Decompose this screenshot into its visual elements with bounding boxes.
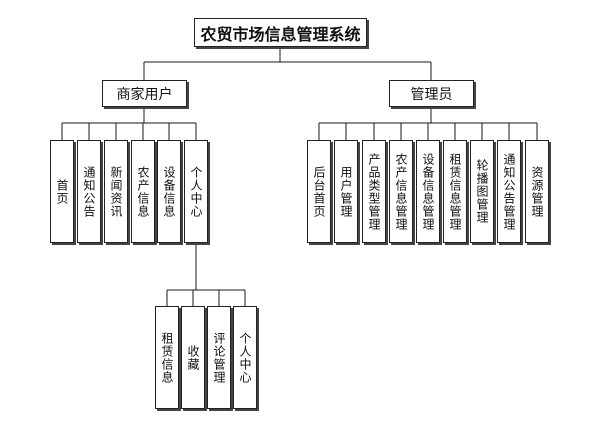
admin-child-node: 租赁信息管理 xyxy=(443,140,467,243)
admin-child-node: 用户管理 xyxy=(334,140,358,243)
merchant-child-node: 农产信息 xyxy=(131,140,155,243)
admin-node: 管理员 xyxy=(389,80,474,107)
admin-child-node: 设备信息管理 xyxy=(416,140,440,243)
root-node: 农贸市场信息管理系统 xyxy=(194,18,367,47)
personal-center-child-node: 租赁信息 xyxy=(155,306,179,409)
admin-child-node: 农产信息管理 xyxy=(389,140,413,243)
personal-center-child-node: 评论管理 xyxy=(207,306,231,409)
merchant-child-node: 设备信息 xyxy=(157,140,181,243)
admin-child-node: 资源管理 xyxy=(525,140,549,243)
admin-child-node: 产品类型管理 xyxy=(362,140,386,243)
admin-child-node: 后台首页 xyxy=(307,140,331,243)
merchant-node: 商家用户 xyxy=(102,80,187,107)
personal-center-child-node: 个人中心 xyxy=(233,306,257,409)
personal-center-node: 个人中心 xyxy=(184,140,208,243)
admin-child-node: 通知公告管理 xyxy=(497,140,521,243)
merchant-child-node: 新闻资讯 xyxy=(104,140,128,243)
merchant-child-node: 通知公告 xyxy=(77,140,101,243)
admin-child-node: 轮播图管理 xyxy=(470,140,494,243)
personal-center-child-node: 收藏 xyxy=(181,306,205,409)
merchant-child-node: 首页 xyxy=(50,140,74,243)
